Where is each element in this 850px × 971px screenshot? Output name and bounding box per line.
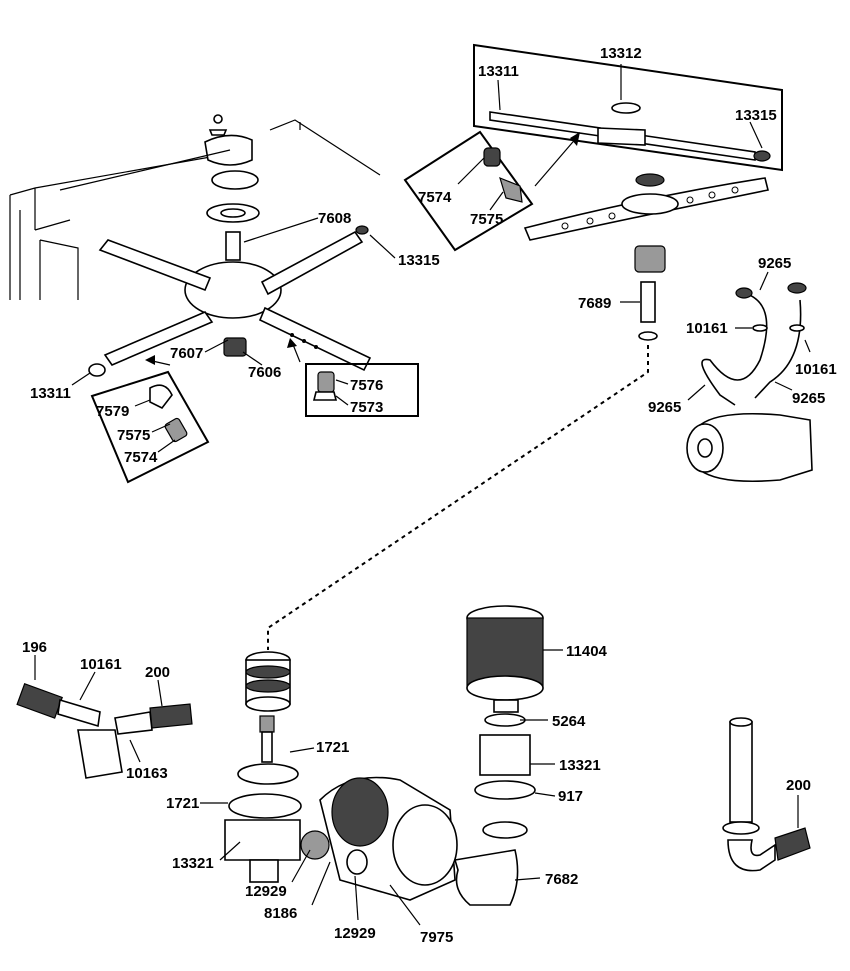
label-7576: 7576 <box>350 377 383 394</box>
gasket-part <box>211 170 259 190</box>
label-10161-b: 10161 <box>795 361 837 378</box>
spray-arm-upper-left <box>98 239 212 292</box>
label-1721-b: 1721 <box>166 795 199 812</box>
valve-body-part <box>77 729 123 779</box>
label-7574-left: 7574 <box>124 449 158 466</box>
filter-tower <box>453 605 563 906</box>
label-7573: 7573 <box>350 399 383 416</box>
label-10161-c: 10161 <box>80 656 122 673</box>
elbow-pipe-part <box>453 849 519 906</box>
label-1721-a: 1721 <box>316 739 349 756</box>
nozzle-inset-left <box>90 355 210 484</box>
pump-housing-part <box>224 819 301 861</box>
label-7975: 7975 <box>420 929 453 946</box>
hose-motor-assembly <box>686 271 813 483</box>
label-5264: 5264 <box>552 713 586 730</box>
label-13321-b: 13321 <box>172 855 214 872</box>
label-196: 196 <box>22 639 47 656</box>
label-9265-a: 9265 <box>758 255 791 272</box>
label-13321-a: 13321 <box>559 757 601 774</box>
washer-part <box>208 129 228 136</box>
spray-hub <box>184 261 282 319</box>
upper-spray-arm-box <box>473 43 783 172</box>
label-11404: 11404 <box>566 643 608 660</box>
label-12929-a: 12929 <box>245 883 287 900</box>
label-7606: 7606 <box>248 364 281 381</box>
label-200-b: 200 <box>786 777 811 794</box>
label-13315-left: 13315 <box>398 252 440 269</box>
label-200-a: 200 <box>145 664 170 681</box>
label-7574-top: 7574 <box>418 189 452 206</box>
label-12929-b: 12929 <box>334 925 376 942</box>
nut-part <box>223 337 247 357</box>
spray-arm-upper-right <box>260 230 364 296</box>
spray-arm-lower-right <box>258 306 372 372</box>
inlet-valve-assembly <box>16 655 193 779</box>
bearing-part <box>634 245 666 273</box>
label-8186: 8186 <box>264 905 297 922</box>
spray-arm-lower-left <box>103 311 214 366</box>
label-917: 917 <box>558 788 583 805</box>
drain-pipe <box>722 717 811 872</box>
nozzle-inset-right <box>287 333 419 417</box>
upper-hub-part <box>597 127 646 146</box>
label-10161-a: 10161 <box>686 320 728 337</box>
connection-dashed-line <box>267 345 649 650</box>
pump-tower <box>200 651 315 883</box>
label-7689: 7689 <box>578 295 611 312</box>
label-7682: 7682 <box>545 871 578 888</box>
part-number-labels: 13312 13311 13315 7574 7575 7608 13315 7… <box>22 45 837 946</box>
tube-part <box>640 281 656 323</box>
label-13311-top: 13311 <box>478 63 519 80</box>
screw-part <box>213 114 223 124</box>
nozzle-inset-top <box>403 130 580 252</box>
label-7608: 7608 <box>318 210 351 227</box>
label-13315-top: 13315 <box>735 107 777 124</box>
lower-spray-arm-assembly <box>59 114 396 386</box>
dishwasher-tub-outline <box>9 119 381 300</box>
label-10163: 10163 <box>126 765 168 782</box>
label-7579: 7579 <box>96 403 129 420</box>
label-13311-left: 13311 <box>30 385 71 402</box>
label-13312: 13312 <box>600 45 642 62</box>
middle-spray-arm <box>267 173 769 650</box>
shaft-part <box>225 231 241 261</box>
label-9265-c: 9265 <box>648 399 681 416</box>
label-9265-b: 9265 <box>792 390 825 407</box>
label-7607: 7607 <box>170 345 203 362</box>
label-7575-top: 7575 <box>470 211 503 228</box>
label-7575-left: 7575 <box>117 427 150 444</box>
motor-part <box>699 413 813 483</box>
pump-motor <box>291 776 458 926</box>
end-cap-part <box>88 363 106 377</box>
